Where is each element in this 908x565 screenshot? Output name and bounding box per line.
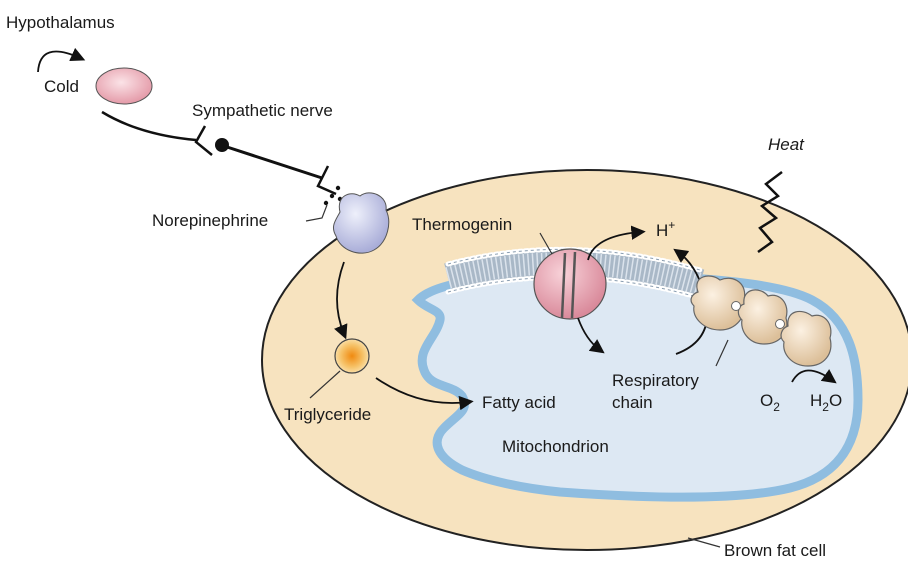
thermogenin-label: Thermogenin (412, 215, 512, 234)
brown-fat-cell-leader (687, 537, 721, 548)
resp-chain-leader (715, 339, 729, 367)
respiratory-chain-label-line2: chain (612, 393, 653, 412)
h-plus-label: H+ (656, 218, 675, 240)
triglyceride-droplet (334, 338, 370, 374)
adrenergic-receptor (333, 192, 390, 254)
mitochondrion-label: Mitochondrion (502, 437, 609, 456)
heat-label: Heat (768, 135, 805, 154)
oxygen-reduction-arrow (791, 369, 837, 384)
cold-arrow (37, 47, 86, 73)
thermogenin-leader (539, 232, 553, 255)
hypothalamus-label: Hypothalamus (6, 13, 115, 32)
sympathetic-nerve-fiber (101, 110, 343, 206)
h2o-label: H2O (810, 391, 842, 414)
o2-label: O2 (760, 391, 780, 414)
hypothalamus-shape (95, 67, 153, 105)
cold-label: Cold (44, 77, 79, 96)
sympathetic-nerve-label: Sympathetic nerve (192, 101, 333, 120)
heat-zigzag (757, 171, 783, 254)
signal-arrow (334, 261, 348, 340)
thermogenin-hplus-arrow (587, 225, 646, 261)
triglyceride-label: Triglyceride (284, 405, 371, 424)
lipolysis-arrow (375, 377, 474, 411)
respiratory-chain-complexes (690, 275, 832, 367)
respiratory-chain-label-line1: Respiratory (612, 371, 699, 390)
fatty-acid-label: Fatty acid (482, 393, 556, 412)
brown-fat-cell-label: Brown fat cell (724, 541, 826, 560)
thermogenin-protein (533, 248, 607, 320)
norepinephrine-label: Norepinephrine (152, 211, 268, 230)
triglyceride-leader (309, 370, 341, 399)
proton-return-arrow (577, 317, 605, 354)
norepinephrine-leader (305, 204, 328, 222)
